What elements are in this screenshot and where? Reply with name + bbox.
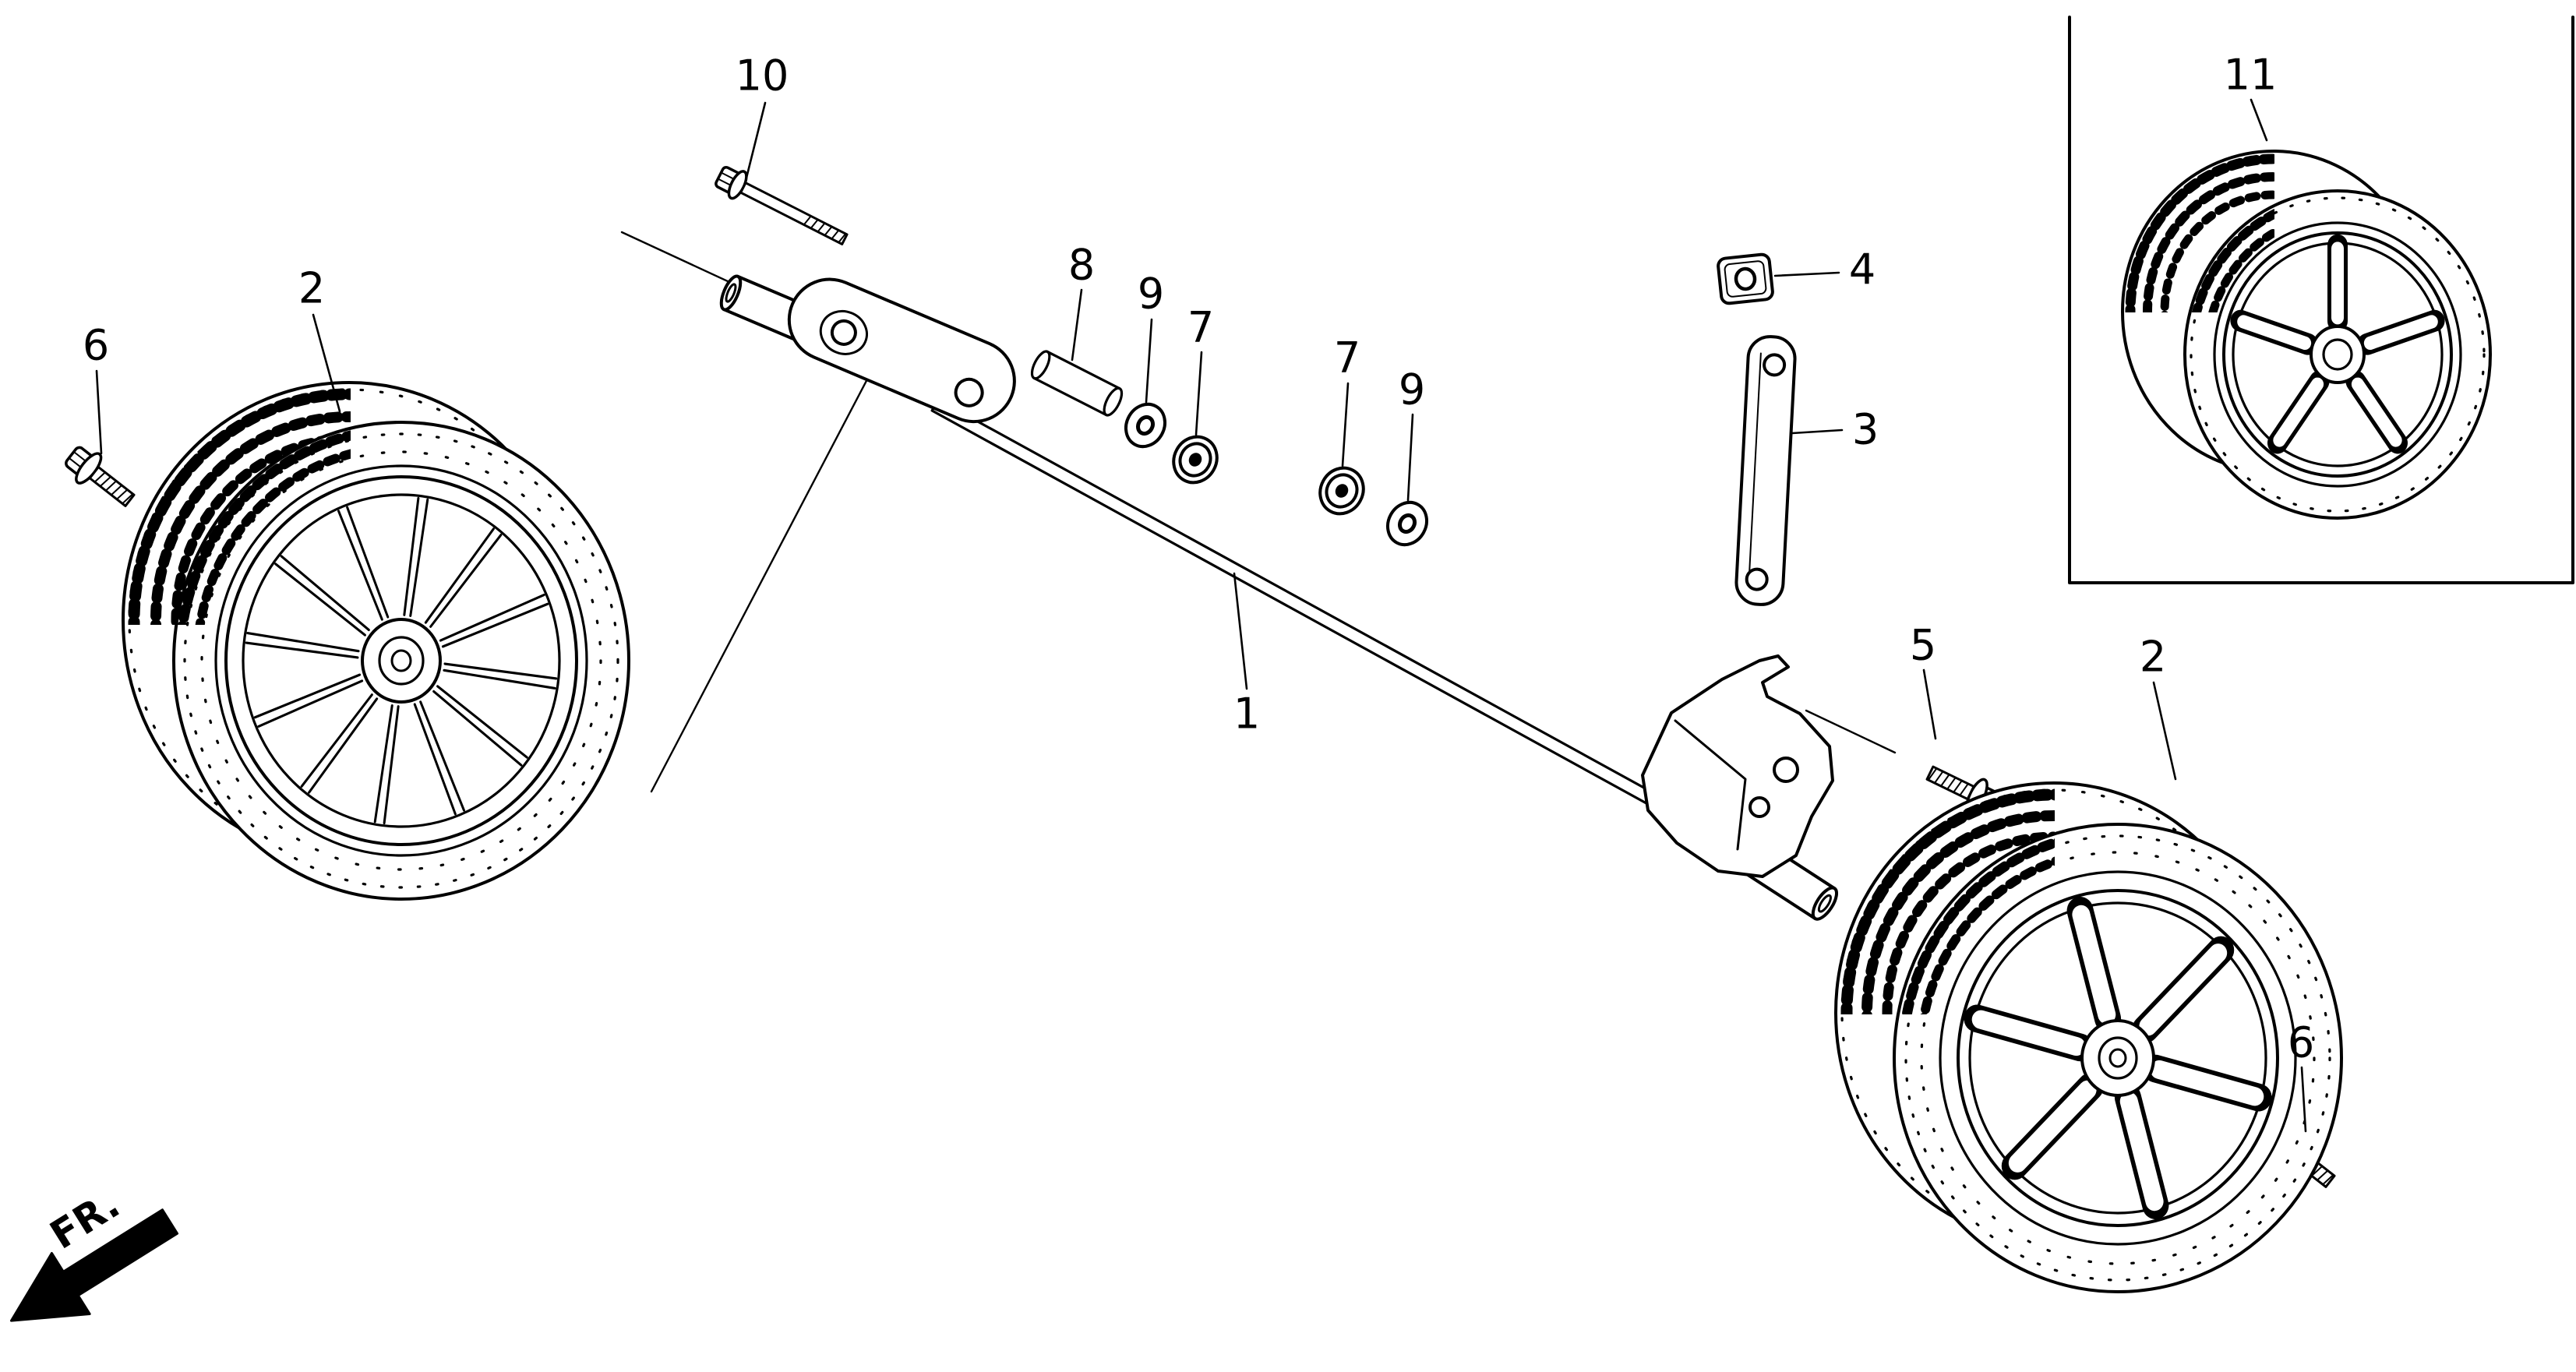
- callout-label-4: 4: [1849, 245, 1876, 295]
- bolt-10: [711, 160, 853, 254]
- right-bracket: [1641, 654, 1834, 878]
- callout-4-leader: [1773, 271, 1840, 277]
- callout-9-b-leader: [1406, 413, 1414, 502]
- inset-wheel-hub-cap: [2322, 338, 2353, 371]
- bracket-hole-lower: [1749, 796, 1770, 818]
- inset-wheel-tread-back: [2125, 153, 2274, 312]
- washer-9-b: [1380, 496, 1434, 552]
- callout-label-5: 5: [1910, 621, 1936, 670]
- callout-label-7-a: 7: [1187, 303, 1214, 352]
- right-wheel-hub-hole: [2108, 1048, 2127, 1068]
- callout-3-leader: [1791, 429, 1844, 435]
- link-arm-hole-bottom: [1745, 567, 1769, 591]
- left-wheel-stipple-1: [183, 432, 619, 889]
- inset-wheel: [2121, 150, 2492, 520]
- callout-label-2-left: 2: [298, 264, 325, 313]
- right-wheel-hub-cap: [2098, 1036, 2138, 1080]
- callout-7-a-leader: [1194, 351, 1203, 436]
- callout-label-1: 1: [1233, 690, 1260, 739]
- left-wheel-hub-hole: [390, 649, 412, 672]
- callout-label-6-left: 6: [83, 321, 109, 370]
- fr-arrow-icon: [9, 1208, 179, 1322]
- callout-label-2-right: 2: [2140, 633, 2166, 682]
- washer-9-a: [1118, 397, 1172, 453]
- link-arm: [1734, 335, 1797, 606]
- square-nut: [1717, 252, 1774, 305]
- right-wheel-stipple-1: [1904, 834, 2331, 1282]
- callout-1-leader: [1233, 572, 1248, 690]
- fr-direction-indicator: FR.: [9, 1181, 179, 1322]
- flange-nut-7-b: [1310, 458, 1374, 524]
- assembly-guide-line-left-bottom: [650, 358, 879, 793]
- spacer-collar: [1030, 350, 1124, 417]
- callout-6-left-leader: [95, 369, 103, 455]
- callout-2-right-leader: [2152, 681, 2177, 781]
- right-wheel-stipple-2: [1920, 851, 2316, 1265]
- right-wheel: [1834, 781, 2343, 1293]
- upper-bracket: [787, 277, 1016, 424]
- callout-label-6-right: 6: [2288, 1018, 2314, 1067]
- inset-box-border: [2068, 16, 2574, 584]
- callout-label-9-b: 9: [1399, 365, 1425, 414]
- callout-label-3: 3: [1852, 405, 1879, 454]
- callout-label-10: 10: [736, 51, 789, 101]
- callout-6-right-leader: [2300, 1066, 2307, 1133]
- callout-8-leader: [1071, 288, 1083, 362]
- callout-7-b-leader: [1341, 382, 1350, 467]
- callout-11-leader: [2250, 98, 2268, 142]
- left-wheel-hub-cap: [378, 636, 425, 686]
- callout-2-left-leader: [312, 313, 341, 413]
- callout-9-a-leader: [1145, 318, 1153, 404]
- inset-wheel-stipple: [2190, 196, 2486, 513]
- callout-5-leader: [1922, 668, 1937, 740]
- link-arm-hole-top: [1763, 353, 1787, 377]
- left-wheel-stipple-2: [200, 450, 602, 871]
- bracket-hole-upper: [1773, 757, 1799, 783]
- callout-label-8: 8: [1068, 241, 1095, 290]
- callout-10-leader: [745, 101, 767, 179]
- callout-label-11: 11: [2224, 51, 2278, 100]
- flange-nut-7-a: [1163, 427, 1227, 492]
- assembly-guide-line-right: [1805, 709, 1897, 754]
- callout-label-7-b: 7: [1334, 333, 1360, 383]
- left-wheel: [122, 381, 630, 901]
- callout-label-9-a: 9: [1138, 270, 1164, 319]
